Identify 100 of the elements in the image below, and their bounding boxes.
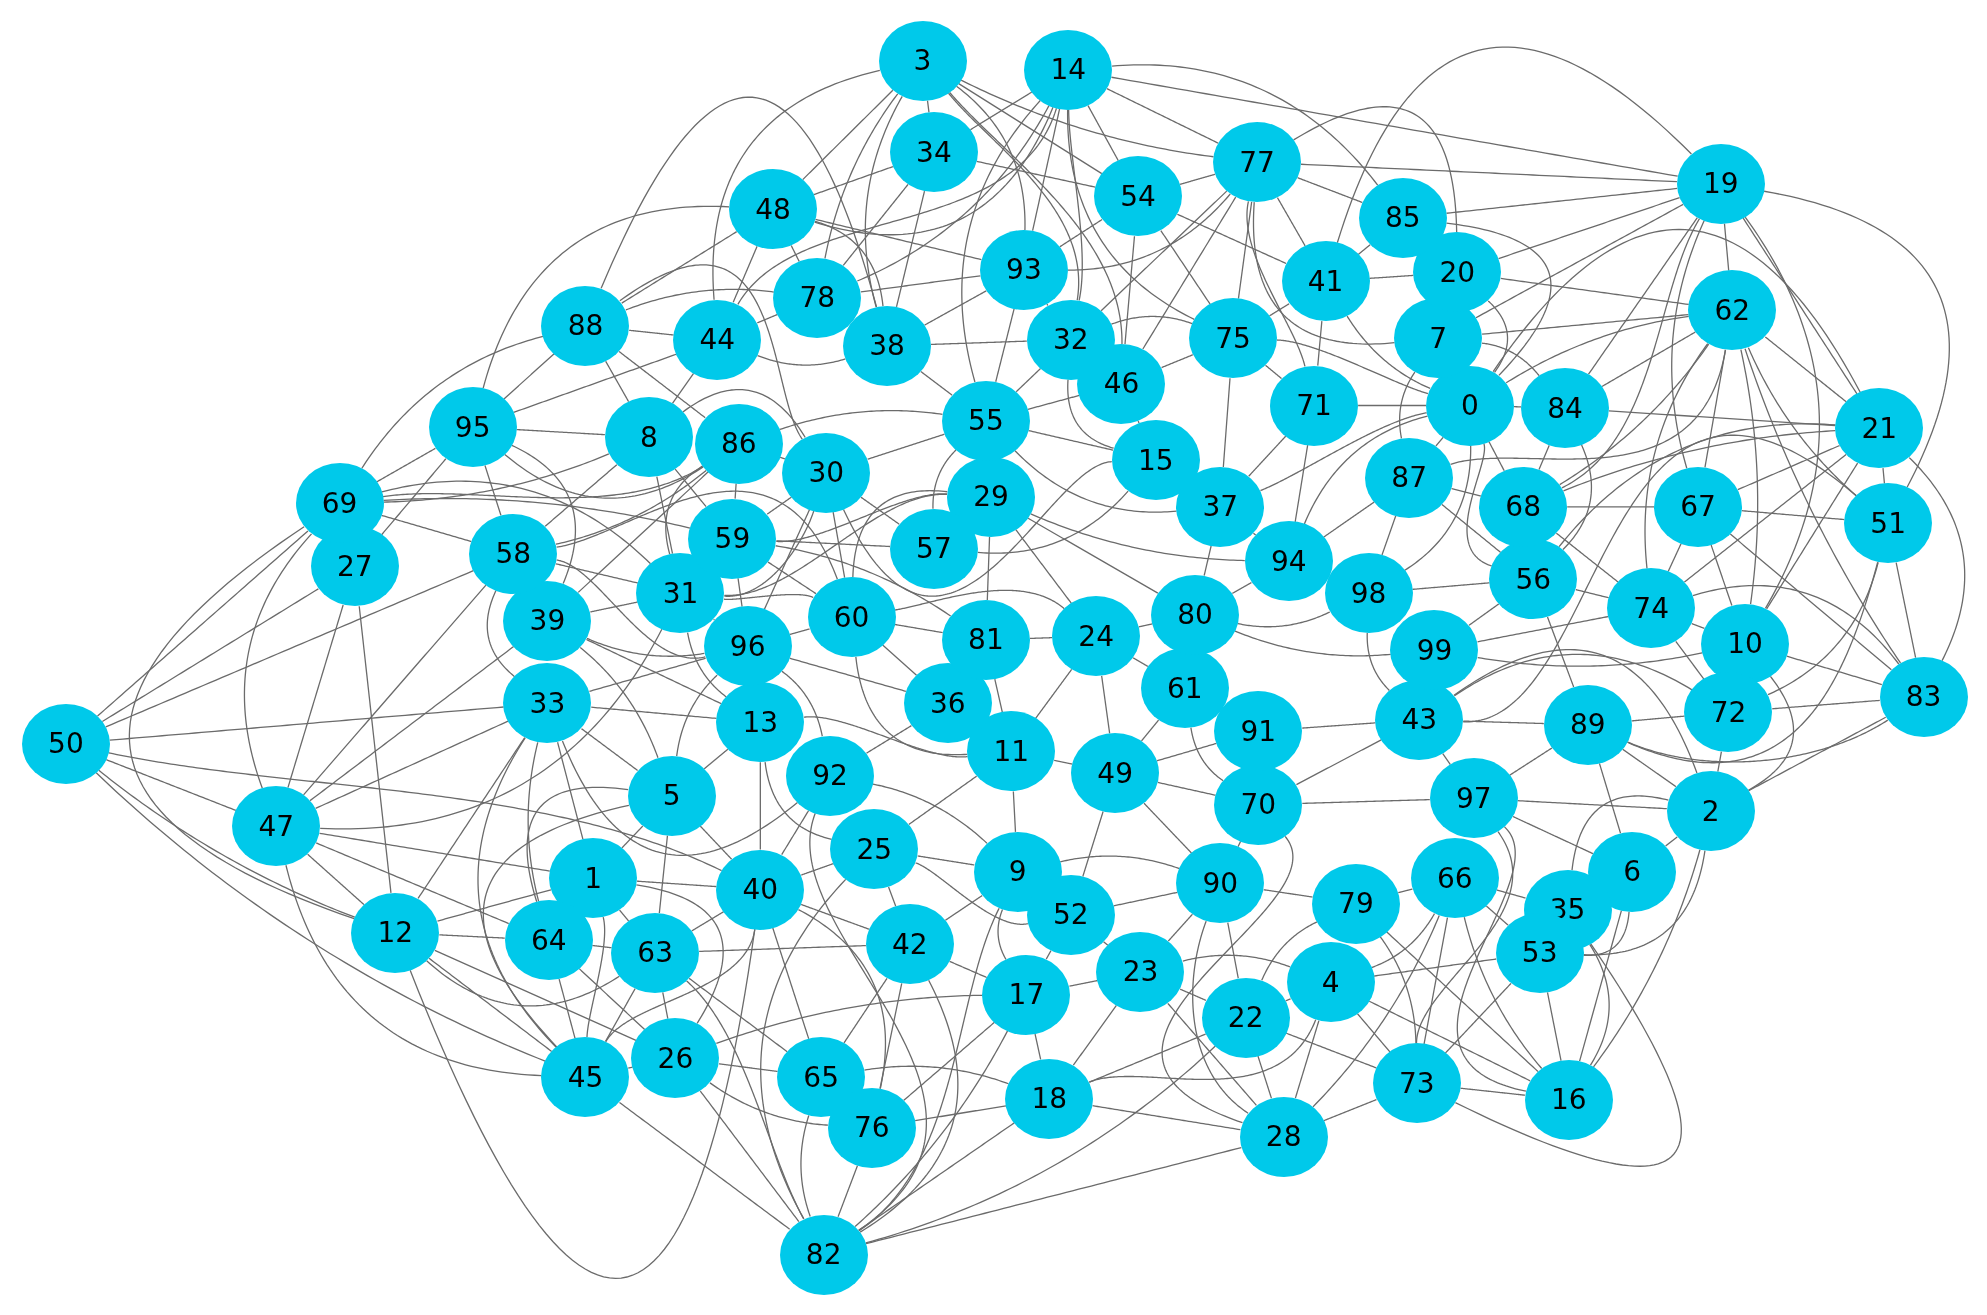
- edge-line: [737, 577, 743, 608]
- edge-line: [361, 335, 544, 470]
- edge-line: [1068, 109, 1083, 301]
- edge-line: [1113, 891, 1179, 907]
- edge-line: [1763, 190, 1950, 488]
- edge-line: [1505, 315, 1690, 384]
- node-circle: 77: [1213, 122, 1302, 203]
- edge-line: [512, 353, 677, 414]
- edge-line: [948, 91, 1123, 345]
- edge-line: [1895, 562, 1917, 659]
- edge-line: [438, 934, 506, 939]
- edge-line: [1644, 343, 1709, 570]
- edge-line: [1411, 582, 1491, 590]
- edge-line: [319, 628, 663, 830]
- edge-line: [1102, 941, 1109, 946]
- edge-line: [699, 825, 733, 860]
- node-circle: 44: [673, 299, 762, 380]
- edge-line: [887, 886, 897, 907]
- edge-line: [98, 769, 356, 918]
- edge-line: [737, 107, 1058, 305]
- node-circle: 81: [941, 599, 1030, 680]
- edge-line: [1546, 991, 1562, 1062]
- edge-line: [814, 106, 1054, 236]
- edge-line: [109, 706, 505, 741]
- edge-line: [756, 354, 847, 366]
- edge-line: [814, 220, 884, 307]
- edge-line: [1445, 222, 1552, 376]
- edge-line: [484, 464, 502, 516]
- edge-line: [1301, 799, 1431, 805]
- edge-line: [1087, 104, 1119, 162]
- edge-line: [101, 588, 319, 723]
- edge-line: [699, 1090, 800, 1223]
- edge-line: [775, 540, 891, 548]
- edge-line: [789, 628, 811, 636]
- edge-line: [586, 916, 606, 1038]
- edge-line: [1683, 453, 1847, 583]
- node-circle: 42: [865, 904, 954, 985]
- edge-line: [662, 991, 669, 1020]
- edge-line: [1046, 303, 1049, 307]
- edge-line: [1717, 751, 1723, 773]
- edge-line: [1747, 347, 1857, 497]
- node-circle: 62: [1688, 270, 1777, 351]
- edge-line: [712, 69, 881, 301]
- edge-line: [1088, 1019, 1317, 1083]
- edge-line: [1598, 762, 1622, 834]
- edge-line: [809, 812, 927, 1231]
- edge-line: [1466, 442, 1493, 567]
- edge-line: [1562, 444, 1593, 551]
- edge-line: [1558, 423, 1837, 548]
- edge-line: [1303, 415, 1429, 525]
- edge-line: [715, 994, 984, 1045]
- edge-line: [96, 530, 309, 717]
- edge-line: [914, 1105, 1007, 1122]
- edge-line: [800, 1114, 811, 1218]
- edge-line: [1442, 752, 1451, 766]
- node-circle: 12: [351, 892, 440, 973]
- edge-line: [434, 949, 637, 1042]
- node-circle: 88: [541, 285, 630, 366]
- edge-line: [1294, 1020, 1320, 1099]
- node-circle: 76: [827, 1087, 916, 1168]
- edge-line: [867, 433, 946, 460]
- node-circle: 95: [428, 387, 517, 468]
- edge-line: [1190, 727, 1224, 782]
- edge-line: [1487, 300, 1509, 373]
- edge-line: [843, 977, 888, 1044]
- edge-line: [688, 977, 788, 1053]
- edge-line: [1252, 201, 1396, 345]
- edge-line: [986, 536, 991, 601]
- edge-line: [1276, 197, 1306, 247]
- edge-line: [1444, 982, 1512, 1054]
- edge-line: [917, 855, 975, 866]
- node-circle: 34: [889, 112, 978, 193]
- edge-line: [1346, 315, 1431, 390]
- edge-line: [1031, 108, 1061, 232]
- edge-line: [1723, 222, 1730, 272]
- node-circle: 83: [1879, 656, 1968, 737]
- edge-line: [1143, 802, 1193, 854]
- edge-line: [1366, 632, 1391, 692]
- edge-line: [1160, 354, 1194, 369]
- node-circle: 78: [773, 257, 862, 338]
- node-circle: 80: [1151, 574, 1239, 655]
- node-circle: 39: [503, 580, 592, 661]
- edge-line: [781, 670, 823, 737]
- edge-line: [1257, 1055, 1273, 1099]
- edge-line: [302, 584, 487, 796]
- edge-line: [1015, 367, 1042, 393]
- edge-line: [1766, 462, 1859, 610]
- edge-line: [1101, 675, 1111, 734]
- edge-line: [544, 464, 618, 527]
- edge-line: [926, 99, 930, 113]
- edge-line: [1066, 109, 1195, 321]
- edge-line: [1404, 444, 1472, 571]
- node-circle: 17: [982, 954, 1071, 1035]
- edge-line: [511, 444, 577, 585]
- node-circle: 82: [779, 1214, 868, 1295]
- edge-line: [903, 1021, 996, 1101]
- edge-line: [1449, 349, 1727, 465]
- edge-line: [1336, 46, 1693, 244]
- node-circle: 75: [1189, 298, 1277, 379]
- edge-line: [618, 1101, 791, 1230]
